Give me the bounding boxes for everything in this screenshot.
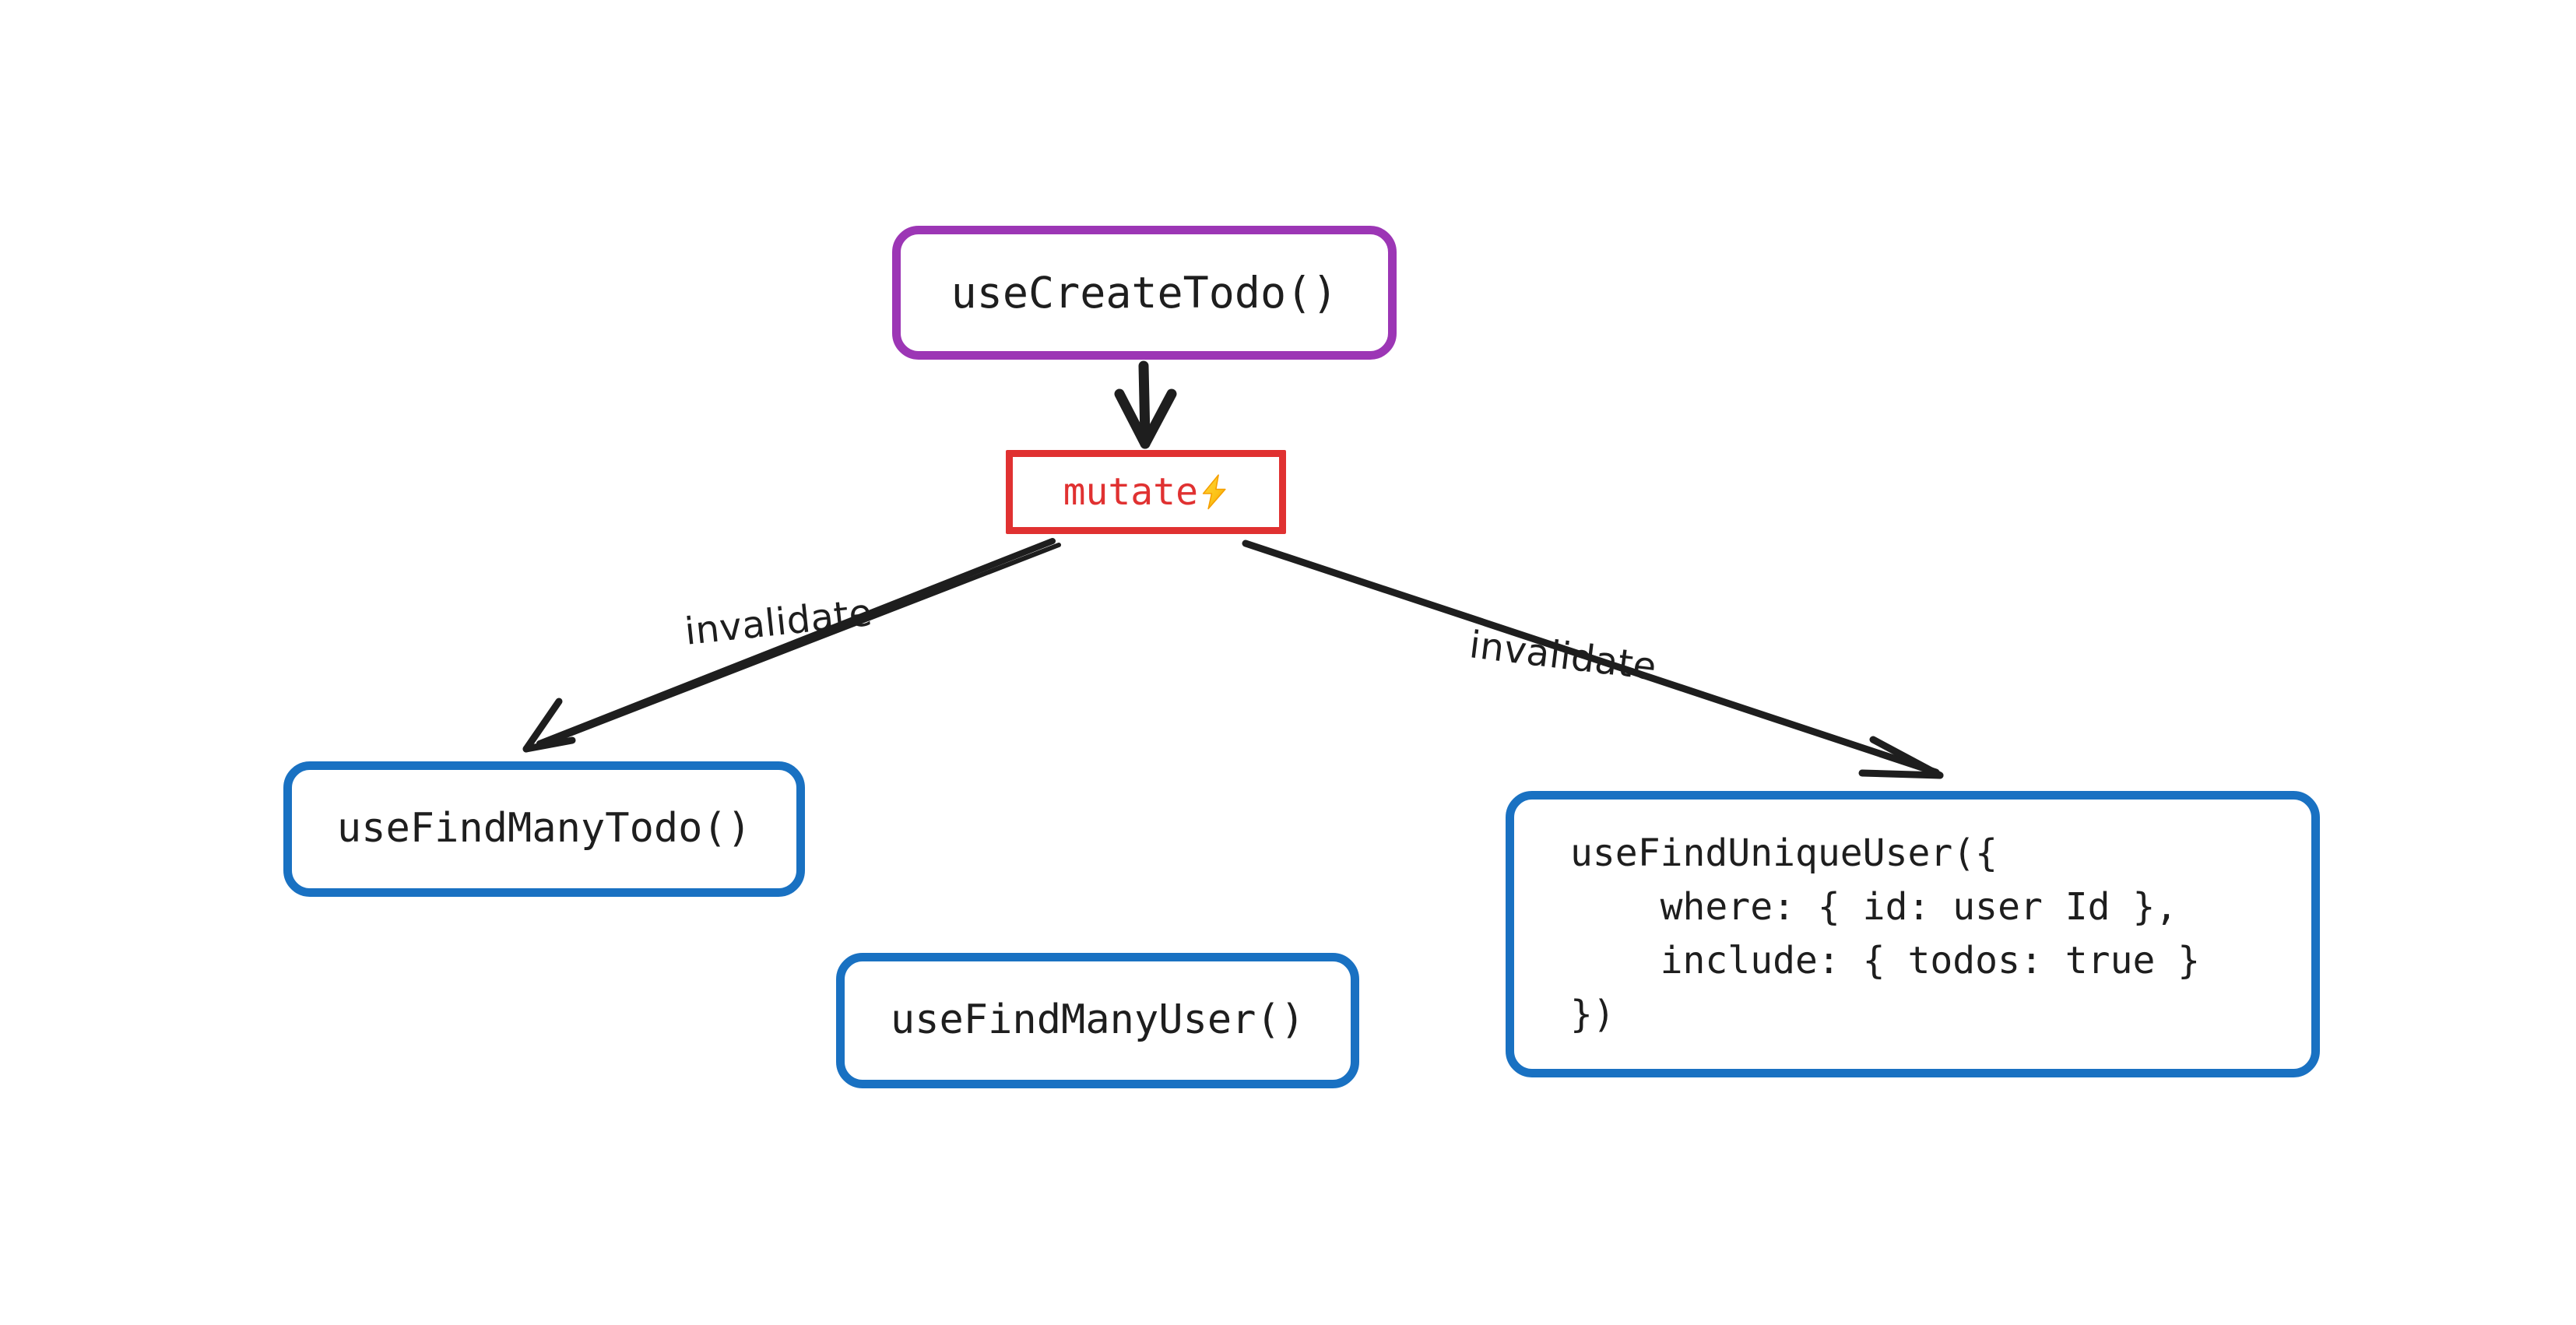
- arrow-create-to-mutate: [1114, 360, 1177, 449]
- node-use-create-todo[interactable]: useCreateTodo(): [892, 226, 1397, 360]
- edge-label-invalidate-right: invalidate: [1467, 623, 1660, 690]
- arrow-mutate-to-find-many-todo: [522, 538, 1061, 753]
- node-label-use-find-unique-user: useFindUniqueUser({ where: { id: user Id…: [1570, 831, 2201, 1037]
- edge-label-invalidate-left: invalidate: [683, 590, 875, 654]
- mutate-text: mutate: [1063, 469, 1198, 514]
- node-use-find-many-user[interactable]: useFindManyUser(): [836, 953, 1359, 1088]
- node-use-find-many-todo[interactable]: useFindManyTodo(): [283, 761, 805, 897]
- lightning-bolt-icon: [1202, 474, 1226, 510]
- node-label-mutate: mutate: [1063, 466, 1229, 518]
- node-mutate[interactable]: mutate: [1006, 450, 1286, 534]
- node-label-use-create-todo: useCreateTodo(): [951, 267, 1338, 318]
- node-use-find-unique-user[interactable]: useFindUniqueUser({ where: { id: user Id…: [1506, 791, 2320, 1077]
- node-label-use-find-many-user: useFindManyUser(): [890, 996, 1306, 1044]
- node-label-use-find-many-todo: useFindManyTodo(): [336, 805, 752, 852]
